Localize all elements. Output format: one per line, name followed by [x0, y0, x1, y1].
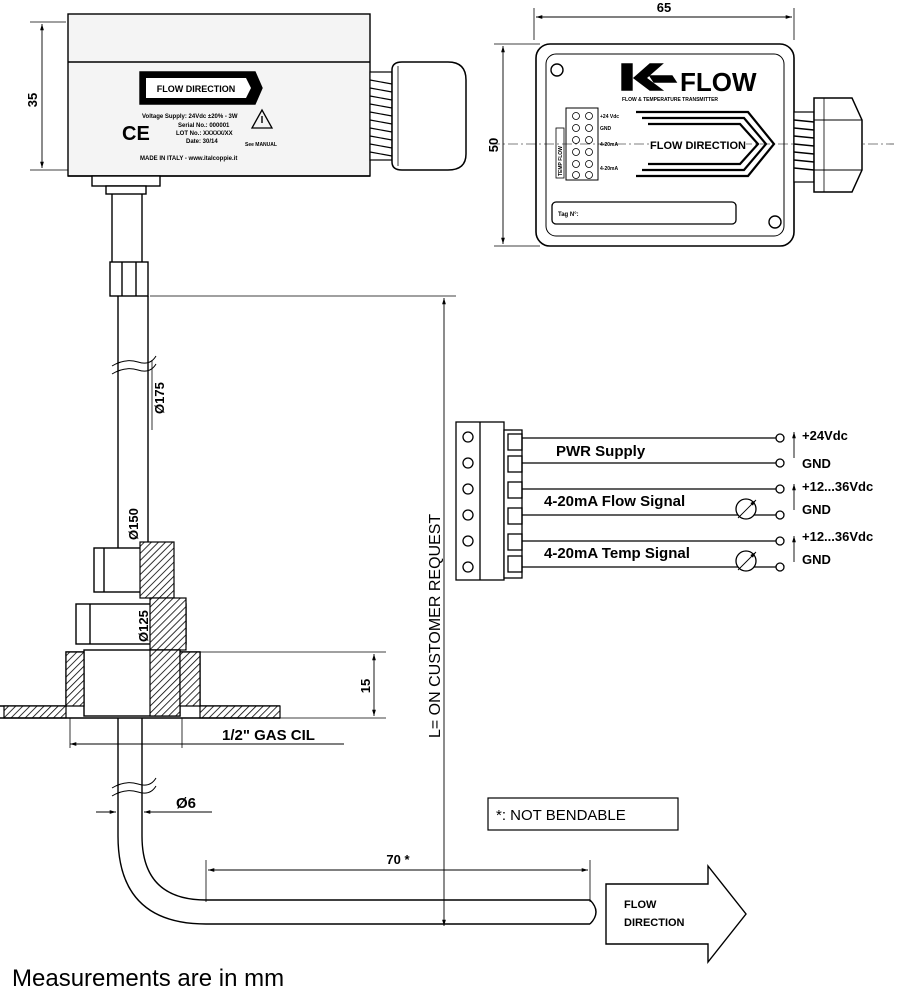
side-view: CE [30, 13, 467, 297]
terminal-label-2: GND [600, 126, 612, 132]
flow-arrow-line1: FLOW [624, 899, 657, 911]
flow-direction-arrow [605, 863, 747, 965]
lot-text: LOT No.: XXXXX/XX [176, 131, 233, 137]
brand-subtitle: FLOW & TEMPERATURE TRANSMITTER [622, 97, 718, 103]
top-view [490, 8, 894, 247]
length-label: L= ON CUSTOMER REQUEST [427, 514, 444, 738]
flow-arrow-line2: DIRECTION [624, 917, 685, 929]
terminal-12-36vdc-1: +12...36Vdc [802, 479, 873, 494]
wiring-diagram [455, 421, 796, 581]
thread-height-dim: 15 [358, 679, 373, 693]
brand-logo-text: FLOW [680, 67, 757, 97]
pwr-supply-label: PWR Supply [556, 443, 646, 460]
made-in-text: MADE IN ITALY - www.italcoppie.it [140, 156, 237, 162]
terminal-gnd-3: GND [802, 552, 831, 567]
dim-150: Ø150 [126, 508, 141, 540]
top-width-dim: 65 [657, 0, 671, 15]
units-footer: Measurements are in mm [12, 965, 285, 992]
side-flow-direction-label: FLOW DIRECTION [157, 84, 236, 94]
tip-length-dim: 70 * [386, 852, 410, 867]
thread-label: 1/2" GAS CIL [222, 727, 315, 744]
probe [0, 295, 597, 926]
top-height-dim: 50 [486, 138, 501, 152]
note-box [487, 797, 679, 831]
flow-signal-label: 4-20mA Flow Signal [544, 493, 685, 510]
not-bendable-note: *: NOT BENDABLE [496, 807, 626, 824]
terminal-gnd-1: GND [802, 456, 831, 471]
dim-125: Ø125 [136, 610, 151, 642]
tube-diameter-dim: Ø6 [176, 795, 196, 812]
terminal-24vdc: +24Vdc [802, 428, 848, 443]
tag-label: Tag N°: [558, 212, 579, 218]
ce-mark: CE [122, 123, 150, 145]
terminal-gnd-2: GND [802, 502, 831, 517]
top-flow-direction-text: FLOW DIRECTION [650, 140, 746, 152]
serial-text: Serial No.: 000001 [178, 123, 230, 129]
temp-signal-label: 4-20mA Temp Signal [544, 545, 690, 562]
date-text: Date: 30/14 [186, 139, 218, 145]
terminal-label-4: 4-20mA [600, 166, 618, 172]
voltage-supply-text: Voltage Supply: 24Vdc ±20% - 3W [142, 114, 238, 120]
see-manual-text: See MANUAL [245, 142, 277, 148]
dim-175: Ø175 [152, 382, 167, 414]
terminal-12-36vdc-2: +12...36Vdc [802, 529, 873, 544]
side-height-dim: 35 [25, 93, 40, 107]
side-tag: TEMP FLOW [558, 146, 564, 176]
terminal-label-1: +24 Vdc [600, 114, 619, 120]
terminal-label-3: 4-20mA [600, 142, 618, 148]
